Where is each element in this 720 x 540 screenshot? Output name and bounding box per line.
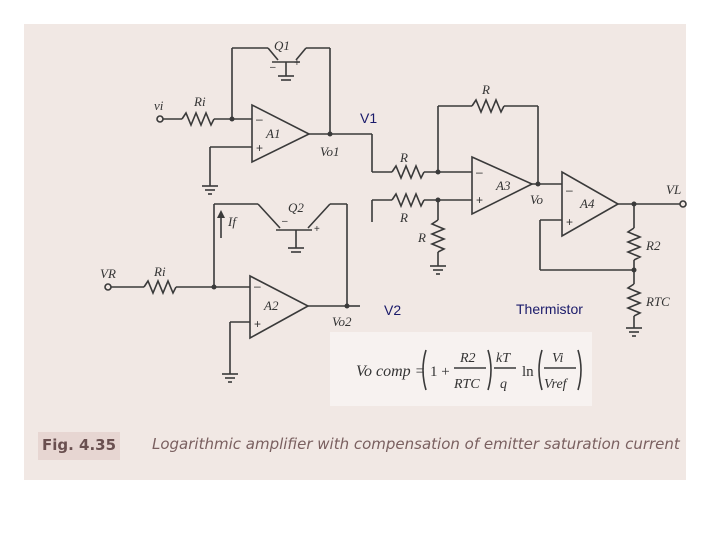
svg-text:+: + xyxy=(314,224,320,235)
caption-text: Logarithmic amplifier with compensation … xyxy=(152,435,680,453)
ri2-label: Ri xyxy=(153,264,166,279)
formula-vi: Vi xyxy=(552,351,564,366)
ri1-resistor xyxy=(181,110,215,128)
thermistor-annotation: Thermistor xyxy=(516,301,583,317)
a2-label: A2 xyxy=(263,298,279,313)
svg-text:+: + xyxy=(294,58,300,69)
svg-text:+: + xyxy=(566,215,573,229)
svg-text:–: – xyxy=(566,183,573,197)
r-gnd-label: R xyxy=(417,230,426,245)
a1-label: A1 xyxy=(265,126,280,141)
formula: Vo comp = 1 + R2 RTC kT q ln Vi Vref xyxy=(356,349,582,392)
opamp-a2 xyxy=(249,274,310,340)
rtc-thermistor xyxy=(625,283,643,317)
r-gnd-resistor xyxy=(429,219,447,253)
svg-text:–: – xyxy=(256,112,263,126)
vr-label: VR xyxy=(100,266,116,281)
r-b-label: R xyxy=(399,210,408,225)
a3-label: A3 xyxy=(495,178,511,193)
v2-annotation: V2 xyxy=(384,302,401,318)
formula-kt: kT xyxy=(496,351,511,366)
figure-number: Fig. 4.35 xyxy=(42,436,117,454)
q2-label: Q2 xyxy=(288,200,304,215)
ri2-resistor xyxy=(143,278,177,296)
r-a-resistor xyxy=(391,163,425,181)
r-a-label: R xyxy=(399,150,408,165)
svg-text:+: + xyxy=(254,317,261,331)
r-top-label: R xyxy=(481,82,490,97)
svg-text:–: – xyxy=(270,62,276,73)
r-b-resistor xyxy=(391,191,425,209)
formula-ln: ln xyxy=(522,364,534,380)
vr-terminal xyxy=(104,283,112,291)
svg-text:–: – xyxy=(282,216,288,227)
vl-terminal xyxy=(679,200,687,208)
svg-text:+: + xyxy=(256,141,263,155)
svg-text:+: + xyxy=(476,193,483,207)
v1-annotation: V1 xyxy=(360,110,377,126)
formula-r2: R2 xyxy=(459,351,476,366)
r2-label: R2 xyxy=(645,238,661,253)
rtc-label: RTC xyxy=(645,294,670,309)
opamp-a4 xyxy=(561,170,620,238)
a4-label: A4 xyxy=(579,196,595,211)
transistor-q2 xyxy=(257,203,331,253)
r-top-resistor xyxy=(471,97,505,115)
formula-lhs: Vo comp = xyxy=(356,363,425,380)
formula-one-plus: 1 + xyxy=(430,364,450,380)
opamp-a1 xyxy=(251,103,311,164)
q1-label: Q1 xyxy=(274,38,290,53)
if-label: If xyxy=(227,214,238,229)
figure-tag: Fig. 4.35 xyxy=(38,432,120,460)
ri1-label: Ri xyxy=(193,94,206,109)
vo2-label: Vo2 xyxy=(332,314,352,329)
vo-label: Vo xyxy=(530,192,544,207)
r2-resistor xyxy=(625,227,643,261)
formula-rtc: RTC xyxy=(453,377,480,392)
formula-q: q xyxy=(500,377,507,392)
formula-vref: Vref xyxy=(544,377,569,392)
svg-text:–: – xyxy=(476,165,483,179)
transistor-q1 xyxy=(267,47,307,81)
vl-label: VL xyxy=(666,182,681,197)
svg-text:–: – xyxy=(254,279,261,293)
vi-label: vi xyxy=(154,98,164,113)
vo1-label: Vo1 xyxy=(320,144,340,159)
vi-terminal xyxy=(156,115,164,123)
opamp-a3 xyxy=(471,155,534,216)
formula-box: Vo comp = 1 + R2 RTC kT q ln Vi Vref xyxy=(330,332,592,406)
